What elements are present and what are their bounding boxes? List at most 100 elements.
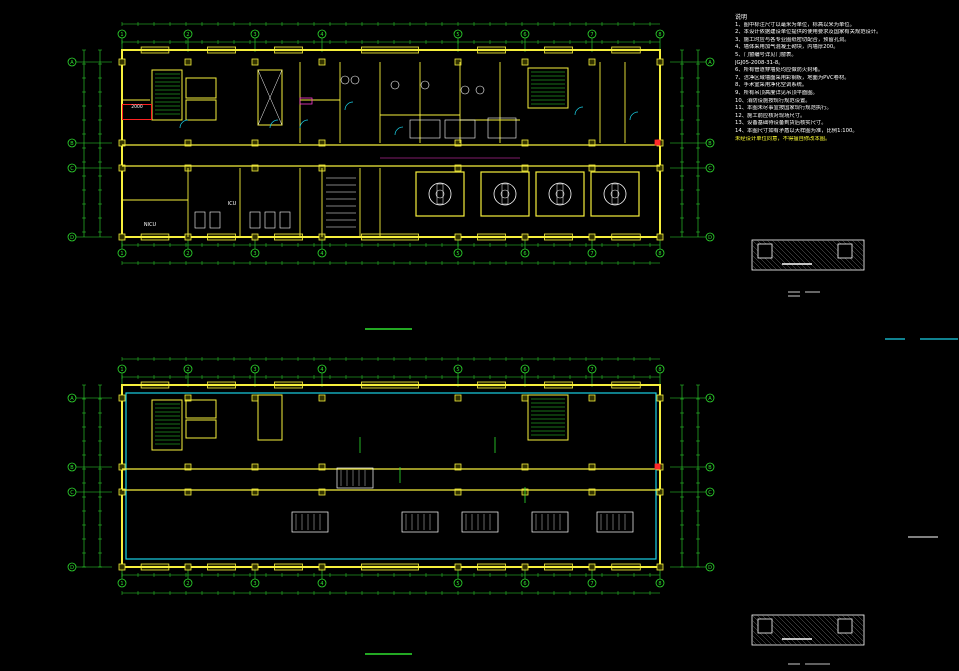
grid-label-bottom: 6 xyxy=(523,251,526,257)
grid-label-bottom: 4 xyxy=(320,251,323,257)
hatch-line xyxy=(751,629,768,646)
exterior-wall xyxy=(121,384,661,568)
structural-column xyxy=(588,139,596,147)
note-line: 5、门窗编号详见门窗表。 xyxy=(735,51,797,58)
operating-room xyxy=(415,171,465,217)
door-swing xyxy=(394,126,404,136)
bed xyxy=(279,211,291,229)
magenta-marker xyxy=(299,97,313,105)
grid-label-bottom: 8 xyxy=(658,581,661,587)
grid-label-left: B xyxy=(70,141,74,147)
hatch-line xyxy=(811,239,843,271)
structural-column xyxy=(318,58,326,66)
note-line: 1、图中标注尺寸以毫米为单位，标高以米为单位。 xyxy=(735,21,855,28)
structural-column xyxy=(588,488,596,496)
grid-label-bottom: 6 xyxy=(523,581,526,587)
hatch-line xyxy=(801,239,833,271)
notes-lines: 1、图中标注尺寸以毫米为单位，标高以米为单位。2、本设计依据建设单位提供的使用要… xyxy=(735,22,925,136)
note-line: 12、施工前应核对现场尺寸。 xyxy=(735,112,806,119)
air-handler-unit xyxy=(596,511,634,533)
hatch-line xyxy=(851,614,865,628)
hatch-line xyxy=(751,624,773,646)
grid-label-top: 2 xyxy=(186,367,189,373)
structural-column xyxy=(521,233,529,241)
hatch-line xyxy=(771,239,803,271)
structural-column xyxy=(588,394,596,402)
hatch-line xyxy=(796,239,828,271)
hatch-line xyxy=(776,614,808,646)
hatch-line xyxy=(771,614,803,646)
door-swing xyxy=(574,106,584,116)
structural-column xyxy=(521,139,529,147)
structural-column xyxy=(184,463,192,471)
cabinet xyxy=(444,119,476,139)
hatch-line xyxy=(796,614,828,646)
notes-warning: 未经设计单位同意，不得擅自修改本图。 xyxy=(735,135,831,142)
grid-label-right: B xyxy=(708,465,712,471)
red-column-marker xyxy=(654,463,661,470)
clean-zone-outline xyxy=(125,392,657,560)
grid-label-top: 7 xyxy=(590,367,593,373)
stair-core-1 xyxy=(151,69,183,121)
stair-core-1 xyxy=(151,399,183,451)
structural-column xyxy=(521,58,529,66)
structural-column xyxy=(184,394,192,402)
hatch-line xyxy=(751,249,773,271)
fixture xyxy=(460,85,470,95)
structural-column xyxy=(184,139,192,147)
grid-label-bottom: 1 xyxy=(120,581,123,587)
note-line: 8、手术室采用净化空调系统。 xyxy=(735,82,808,89)
grid-label-top: 1 xyxy=(120,367,123,373)
hatch-line xyxy=(821,239,853,271)
structural-column xyxy=(318,488,326,496)
grid-label-top: 6 xyxy=(523,367,526,373)
structural-column xyxy=(656,58,664,66)
structural-column xyxy=(118,139,126,147)
fixture xyxy=(390,80,400,90)
air-handler-unit xyxy=(461,511,499,533)
structural-column xyxy=(251,139,259,147)
grid-label-bottom: 1 xyxy=(120,251,123,257)
grid-label-left: D xyxy=(70,565,74,571)
hatch-line xyxy=(791,614,823,646)
hatch-line xyxy=(856,614,865,623)
room-label: ICU xyxy=(228,201,237,207)
hatch-line xyxy=(751,264,758,271)
structural-column xyxy=(318,563,326,571)
grid-label-right: B xyxy=(708,141,712,147)
grid-label-top: 7 xyxy=(590,32,593,38)
note-line: 3、施工时应与各专业图纸密切配合，预留孔洞。 xyxy=(735,36,850,43)
door-swing xyxy=(299,119,309,129)
shaft-core xyxy=(257,69,283,126)
grid-label-left: A xyxy=(70,396,74,402)
grid-label-bottom: 3 xyxy=(253,581,256,587)
surgical-light xyxy=(548,182,572,206)
structural-column xyxy=(588,463,596,471)
fixture xyxy=(420,80,430,90)
bed xyxy=(209,211,221,229)
hatch-line xyxy=(816,239,848,271)
structural-column xyxy=(656,488,664,496)
hatch-line xyxy=(806,614,838,646)
structural-column xyxy=(454,233,462,241)
structural-column xyxy=(251,463,259,471)
structural-column xyxy=(454,58,462,66)
grid-label-bottom: 7 xyxy=(590,581,593,587)
legend-symbol xyxy=(757,243,773,259)
shaft-cross xyxy=(257,69,283,126)
air-handler-unit xyxy=(531,511,569,533)
structural-column xyxy=(251,563,259,571)
elevator-2 xyxy=(185,419,217,439)
hatch-line xyxy=(851,239,865,253)
hatch-legend xyxy=(751,614,865,646)
structural-column xyxy=(656,394,664,402)
operating-table xyxy=(611,183,619,205)
grid-label-top: 5 xyxy=(456,367,459,373)
hatch-legend xyxy=(751,239,865,271)
grid-label-right: C xyxy=(708,166,712,172)
operating-table xyxy=(436,183,444,205)
structural-column xyxy=(454,139,462,147)
grid-label-top: 8 xyxy=(658,32,661,38)
structural-column xyxy=(656,233,664,241)
